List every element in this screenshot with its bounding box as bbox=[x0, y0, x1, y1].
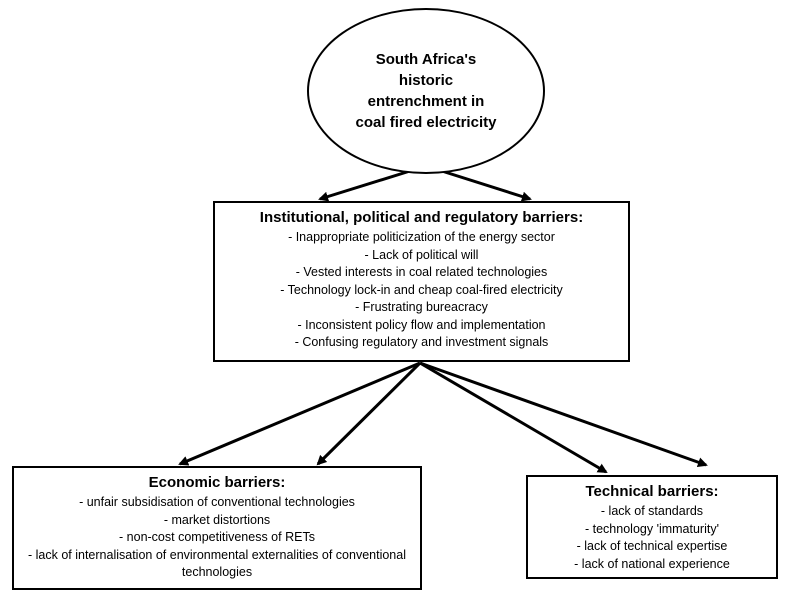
list-item: - Technology lock-in and cheap coal-fire… bbox=[280, 282, 563, 297]
arrow-institutional-to-economic-right bbox=[316, 361, 422, 466]
list-item: - Lack of political will bbox=[364, 247, 479, 262]
institutional-barriers-title: Institutional, political and regulatory … bbox=[259, 209, 584, 226]
institutional-barriers-list: - Inappropriate politicization of the en… bbox=[215, 229, 628, 352]
technical-barriers-box: Technical barriers: - lack of standards … bbox=[526, 475, 778, 579]
list-item: - unfair subsidisation of conventional t… bbox=[79, 495, 355, 509]
technical-barriers-list: - lack of standards - technology 'immatu… bbox=[528, 503, 776, 573]
root-label: South Africa's historic entrenchment in … bbox=[355, 51, 497, 131]
list-item: - lack of internalisation of environment… bbox=[28, 547, 406, 580]
economic-barriers-title: Economic barriers: bbox=[148, 474, 286, 491]
economic-barriers-box: Economic barriers: - unfair subsidisatio… bbox=[12, 466, 422, 590]
list-item: - lack of standards bbox=[600, 504, 704, 518]
institutional-barriers-box: Institutional, political and regulatory … bbox=[213, 201, 630, 362]
list-item: - Vested interests in coal related techn… bbox=[295, 265, 548, 279]
list-item: - lack of technical expertise bbox=[576, 539, 728, 553]
list-item: - Frustrating bureacracy bbox=[355, 300, 488, 314]
economic-barriers-list: - unfair subsidisation of conventional t… bbox=[14, 494, 420, 582]
list-item: - market distortions bbox=[163, 512, 271, 527]
list-item: - Inconsistent policy flow and implement… bbox=[297, 317, 546, 332]
arrow-institutional-to-economic-left bbox=[178, 361, 421, 466]
technical-barriers-title: Technical barriers: bbox=[585, 483, 719, 500]
arrow-institutional-to-technical-right bbox=[419, 361, 708, 468]
list-item: - technology 'immaturity' bbox=[585, 521, 719, 536]
list-item: - non-cost competitiveness of RETs bbox=[119, 530, 315, 544]
list-item: - lack of national experience bbox=[574, 556, 730, 571]
root-ellipse: South Africa's historic entrenchment in … bbox=[307, 8, 545, 174]
arrow-institutional-to-technical-left bbox=[419, 361, 608, 474]
list-item: - Confusing regulatory and investment si… bbox=[294, 335, 549, 349]
list-item: - Inappropriate politicization of the en… bbox=[288, 230, 555, 244]
